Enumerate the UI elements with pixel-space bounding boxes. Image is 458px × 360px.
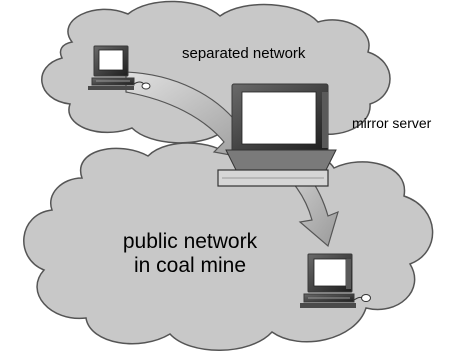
separated-network-label: separated network (182, 45, 306, 62)
mirror-server-label: mirror server (352, 115, 432, 131)
desktop-computer-icon (88, 45, 151, 90)
public-network-label-line2: in coal mine (134, 254, 246, 277)
public-network-label-line1: public network (123, 230, 258, 253)
desktop-computer-icon (300, 253, 371, 308)
mirror-server-computer-icon (217, 83, 337, 187)
